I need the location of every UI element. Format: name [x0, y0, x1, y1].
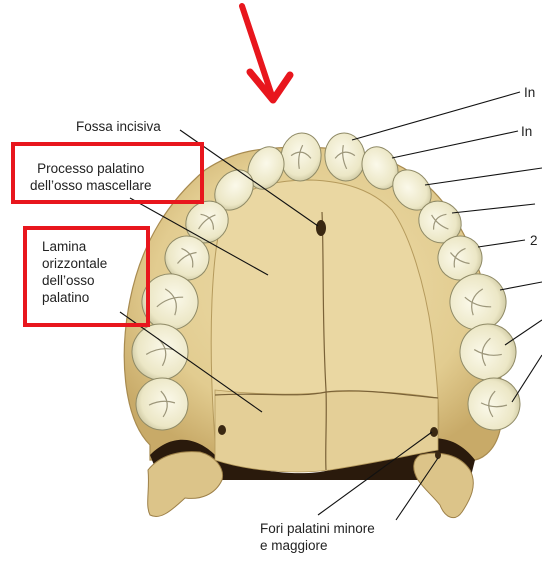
- greater-palatine-foramen-left: [218, 425, 226, 435]
- leader-right-8: [512, 355, 542, 402]
- label-fossa-incisiva: Fossa incisiva: [76, 118, 161, 135]
- leader-right-5: [478, 240, 525, 247]
- pterygoid-process-right: [414, 453, 474, 517]
- highlight-box-lamina-orizzontale: [23, 226, 150, 327]
- highlight-box-processo-palatino: [11, 142, 204, 204]
- leader-right-1: [352, 92, 520, 140]
- label-right-2: In: [521, 123, 532, 140]
- label-fori-line2: e maggiore: [260, 537, 375, 554]
- leader-right-2: [392, 131, 518, 158]
- leader-right-3: [425, 168, 542, 185]
- incisive-fossa: [316, 220, 326, 236]
- lesser-palatine-foramen-right: [435, 451, 441, 459]
- leader-right-4: [452, 204, 535, 213]
- label-right-1: In: [524, 84, 535, 101]
- label-right-5: 2: [530, 232, 538, 249]
- red-arrow-indicator: [242, 6, 290, 100]
- leader-right-6: [500, 282, 542, 290]
- leader-right-7: [505, 320, 542, 345]
- pterygoid-process-left: [148, 452, 223, 517]
- label-fori-line1: Fori palatini minore: [260, 520, 375, 537]
- label-fori-palatini: Fori palatini minore e maggiore: [260, 520, 375, 554]
